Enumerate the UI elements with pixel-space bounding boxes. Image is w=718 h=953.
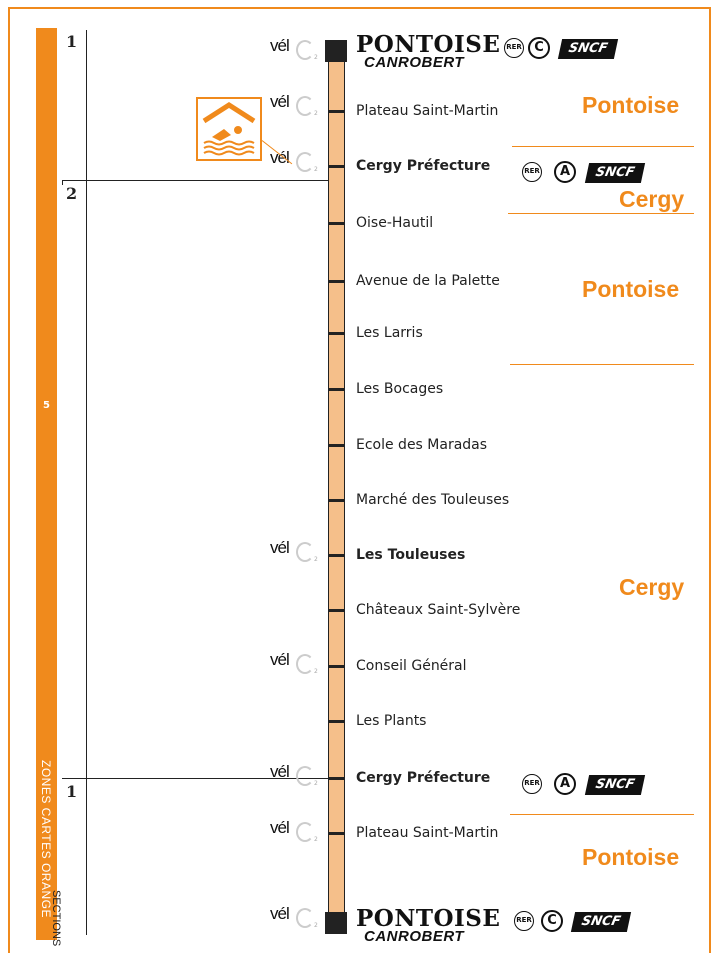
- rer-line-a-icon: A: [554, 773, 576, 795]
- stop-label[interactable]: Avenue de la Palette: [356, 273, 500, 289]
- stop-label[interactable]: Cergy Préfecture: [356, 770, 491, 786]
- stop-tick: [329, 222, 345, 225]
- rer-icon: RER: [504, 38, 524, 58]
- rer-icon: RER: [514, 911, 534, 931]
- zone-number: 5: [43, 400, 50, 411]
- stop-label[interactable]: Plateau Saint-Martin: [356, 103, 499, 119]
- stop-label[interactable]: Les Touleuses: [356, 547, 466, 563]
- rer-icon: RER: [522, 162, 542, 182]
- section-boundary-bottom: [62, 778, 330, 779]
- section-boundary-top: [62, 180, 330, 181]
- section-number: 1: [66, 32, 78, 51]
- sncf-logo-icon: SNCF: [557, 39, 619, 59]
- map-frame: [8, 7, 711, 953]
- stop-label[interactable]: Marché des Touleuses: [356, 492, 510, 508]
- stop-label[interactable]: Ecole des Maradas: [356, 437, 488, 453]
- stop-tick: [329, 332, 345, 335]
- rer-icon: RER: [522, 774, 542, 794]
- stop-tick: [329, 609, 345, 612]
- stop-tick: [329, 720, 345, 723]
- stop-label[interactable]: Les Plants: [356, 713, 427, 729]
- terminus-name: PONTOISE: [356, 31, 501, 58]
- zone-bar: 5 ZONES CARTES ORANGE: [36, 28, 57, 940]
- terminus-block-bottom: [325, 912, 347, 934]
- terminus-sub: CANROBERT: [364, 928, 465, 945]
- section-number: 2: [66, 184, 78, 203]
- zone-label: ZONES CARTES ORANGE: [39, 760, 53, 918]
- commune-label: Cergy: [619, 186, 685, 212]
- commune-divider: [510, 814, 694, 815]
- stop-tick: [329, 777, 345, 780]
- commune-label: Pontoise: [582, 92, 680, 118]
- section-tick: [62, 180, 63, 185]
- terminus-sub: CANROBERT: [364, 54, 465, 71]
- terminus-bottom[interactable]: PONTOISE CANROBERT: [356, 905, 501, 945]
- stop-tick: [329, 444, 345, 447]
- stop-tick: [329, 388, 345, 391]
- rer-line-a-icon: A: [554, 161, 576, 183]
- commune-divider: [508, 213, 694, 214]
- sncf-logo-icon: SNCF: [584, 163, 646, 183]
- stop-label[interactable]: Les Bocages: [356, 381, 444, 397]
- terminus-name: PONTOISE: [356, 905, 501, 932]
- section-number: 1: [66, 782, 78, 801]
- stop-label[interactable]: Les Larris: [356, 325, 423, 341]
- terminus-block-top: [325, 40, 347, 62]
- commune-divider: [510, 364, 694, 365]
- stop-tick: [329, 665, 345, 668]
- sections-label: SECTIONS: [50, 890, 62, 947]
- stop-label[interactable]: Cergy Préfecture: [356, 158, 491, 174]
- sncf-logo-icon: SNCF: [570, 912, 632, 932]
- stop-tick: [329, 832, 345, 835]
- stop-label[interactable]: Conseil Général: [356, 658, 467, 674]
- stop-label[interactable]: Oise-Hautil: [356, 215, 434, 231]
- commune-divider: [512, 146, 694, 147]
- stop-label[interactable]: Châteaux Saint-Sylvère: [356, 602, 521, 618]
- rer-line-c-icon: C: [528, 37, 550, 59]
- commune-label: Cergy: [619, 574, 685, 600]
- terminus-top[interactable]: PONTOISE CANROBERT: [356, 31, 501, 71]
- swimming-pool-icon: [196, 97, 262, 161]
- sections-divider: [86, 30, 87, 935]
- stop-tick: [329, 554, 345, 557]
- stop-tick: [329, 165, 345, 168]
- rer-line-c-icon: C: [541, 910, 563, 932]
- sncf-logo-icon: SNCF: [584, 775, 646, 795]
- line-track: [328, 48, 345, 918]
- stop-tick: [329, 110, 345, 113]
- commune-label: Pontoise: [582, 844, 680, 870]
- stop-label[interactable]: Plateau Saint-Martin: [356, 825, 499, 841]
- stop-tick: [329, 280, 345, 283]
- stop-tick: [329, 499, 345, 502]
- commune-label: Pontoise: [582, 276, 680, 302]
